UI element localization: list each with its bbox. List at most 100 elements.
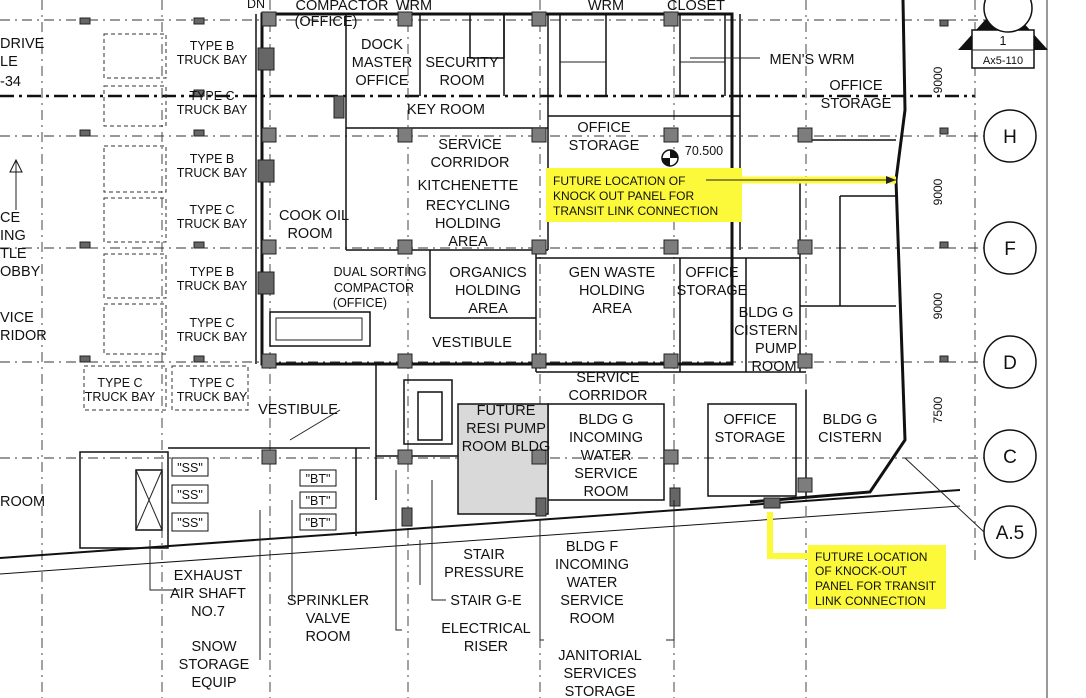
label-g-incoming-2: INCOMING [569, 430, 643, 446]
columns [79, 11, 949, 527]
label-organics-2: HOLDING [455, 283, 521, 299]
label-bt-2: "BT" [306, 494, 331, 508]
note-1-line-3: TRANSIT LINK CONNECTION [553, 204, 718, 218]
label-office-storage-c1: OFFICE [685, 265, 738, 281]
label-truck-bay-8: TRUCK BAY [177, 390, 248, 404]
label-snow-3: EQUIP [191, 675, 236, 691]
dimensions: 9000 9000 9000 7500 [931, 66, 945, 423]
truck-bays [83, 33, 371, 411]
grid-bubble-d [983, 335, 1037, 389]
label-gen-waste-2: HOLDING [579, 283, 645, 299]
label-gen-waste-1: GEN WASTE [569, 265, 656, 281]
label-stair-pressure-2: PRESSURE [444, 565, 524, 581]
grid-bubble-c [983, 429, 1037, 483]
label-compactor-top: COMPACTOR [296, 0, 389, 14]
grid-bubble-f [983, 221, 1037, 275]
label-ss-3: "SS" [177, 516, 203, 530]
label-closet-top: CLOSET [667, 0, 725, 14]
grid-bubble-h [983, 109, 1037, 163]
label-left-tle: TLE [0, 246, 27, 262]
label-truck-bay-5: TRUCK BAY [177, 279, 248, 293]
label-security-1: SECURITY [425, 55, 499, 71]
label-truck-bay-3: TRUCK BAY [177, 166, 248, 180]
elevation-marker [661, 149, 679, 167]
grid-bubble-f-label: F [1004, 239, 1016, 260]
label-wrm-top2: WRM [588, 0, 624, 14]
label-future-resi-3: ROOM BLDG [462, 439, 551, 455]
label-dual-sorting-3: (OFFICE) [333, 296, 387, 310]
label-type-c-5: TYPE C [189, 376, 234, 390]
label-dual-sorting-1: DUAL SORTING [333, 265, 426, 279]
grid-bubbles: H F D C A.5 1 Ax5-110 [904, 0, 1048, 559]
label-f-incoming-4: SERVICE [560, 593, 624, 609]
label-stair-pressure-1: STAIR [463, 547, 505, 563]
grid-bubble-a5-label: A.5 [996, 523, 1025, 544]
highlight-note-text-2: FUTURE LOCATION OF KNOCK-OUT PANEL FOR T… [815, 550, 937, 608]
label-office-storage-b1: OFFICE [723, 412, 776, 428]
label-sprinkler-2: VALVE [306, 611, 351, 627]
label-vestibule-1: VESTIBULE [432, 335, 512, 351]
label-office-storage-c2: STORAGE [677, 283, 748, 299]
highlight-note-2 [808, 545, 946, 609]
label-left-vice: VICE [0, 310, 34, 326]
label-janitorial-2: SERVICES [563, 666, 636, 682]
label-dock-master-3: OFFICE [355, 73, 408, 89]
label-bt-1: "BT" [306, 472, 331, 486]
label-office-storage-tr2: STORAGE [821, 96, 892, 112]
grid-bubble-c-label: C [1003, 447, 1017, 468]
label-service-corridor-1: SERVICE [438, 137, 502, 153]
label-left-34: -34 [0, 74, 21, 90]
label-kitchenette: KITCHENETTE [418, 178, 519, 194]
label-type-b-1: TYPE B [190, 39, 234, 53]
label-stair-ge: STAIR G-E [450, 593, 522, 609]
label-snow-1: SNOW [191, 639, 236, 655]
label-recycling-3: AREA [448, 234, 488, 250]
label-type-c-3: TYPE C [189, 316, 234, 330]
label-office-storage-tr1: OFFICE [829, 78, 882, 94]
label-g-incoming-3: WATER [581, 448, 632, 464]
label-truck-bay-1: TRUCK BAY [177, 53, 248, 67]
dimension-4: 7500 [931, 396, 945, 423]
grid-bubble-h-label: H [1003, 127, 1017, 148]
note-2-line-2: OF KNOCK-OUT [815, 564, 908, 578]
dimension-1: 9000 [931, 66, 945, 93]
label-exhaust-2: AIR SHAFT [170, 586, 246, 602]
dimension-3: 9000 [931, 292, 945, 319]
label-electrical-2: RISER [464, 639, 508, 655]
label-sprinkler-3: ROOM [305, 629, 350, 645]
label-left-ridor: RIDOR [0, 328, 47, 344]
label-ss-2: "SS" [177, 488, 203, 502]
label-wrm-top: WRM [396, 0, 432, 14]
label-ss-1: "SS" [177, 461, 203, 475]
label-electrical-1: ELECTRICAL [441, 621, 530, 637]
note-1-line-2: KNOCK OUT PANEL FOR [553, 189, 694, 203]
label-janitorial-3: STORAGE [565, 684, 636, 698]
label-left-drive: DRIVE [0, 36, 45, 52]
label-left-ing: ING [0, 228, 26, 244]
label-cook-oil-2: ROOM [287, 226, 332, 242]
label-snow-2: STORAGE [179, 657, 250, 673]
slab-edge [0, 0, 961, 575]
highlight-note-text-1: FUTURE LOCATION OF KNOCK OUT PANEL FOR T… [553, 174, 718, 218]
label-future-resi-2: RESI PUMP [466, 421, 546, 437]
label-g-cistern-1: BLDG G [823, 412, 878, 428]
label-dock-master-2: MASTER [352, 55, 412, 71]
label-security-2: ROOM [439, 73, 484, 89]
leader-lines [9, 57, 760, 660]
label-left-room: ROOM [0, 494, 45, 510]
label-exhaust-1: EXHAUST [174, 568, 243, 584]
label-organics-3: AREA [468, 301, 508, 317]
label-truck-bay-2: TRUCK BAY [177, 103, 248, 117]
label-sprinkler-1: SPRINKLER [287, 593, 369, 609]
label-service-corridor-2a: SERVICE [576, 370, 640, 386]
label-dual-sorting-2: COMPACTOR [334, 281, 414, 295]
label-left-obby: OBBY [0, 264, 41, 280]
label-mens-wrm: MEN'S WRM [770, 52, 855, 68]
grid-bubble-d-label: D [1003, 353, 1017, 374]
label-f-incoming-3: WATER [567, 575, 618, 591]
label-type-b-3: TYPE B [190, 265, 234, 279]
label-g-incoming-1: BLDG G [579, 412, 634, 428]
label-recycling-1: RECYCLING [426, 198, 511, 214]
label-service-corridor-2: CORRIDOR [431, 155, 510, 171]
